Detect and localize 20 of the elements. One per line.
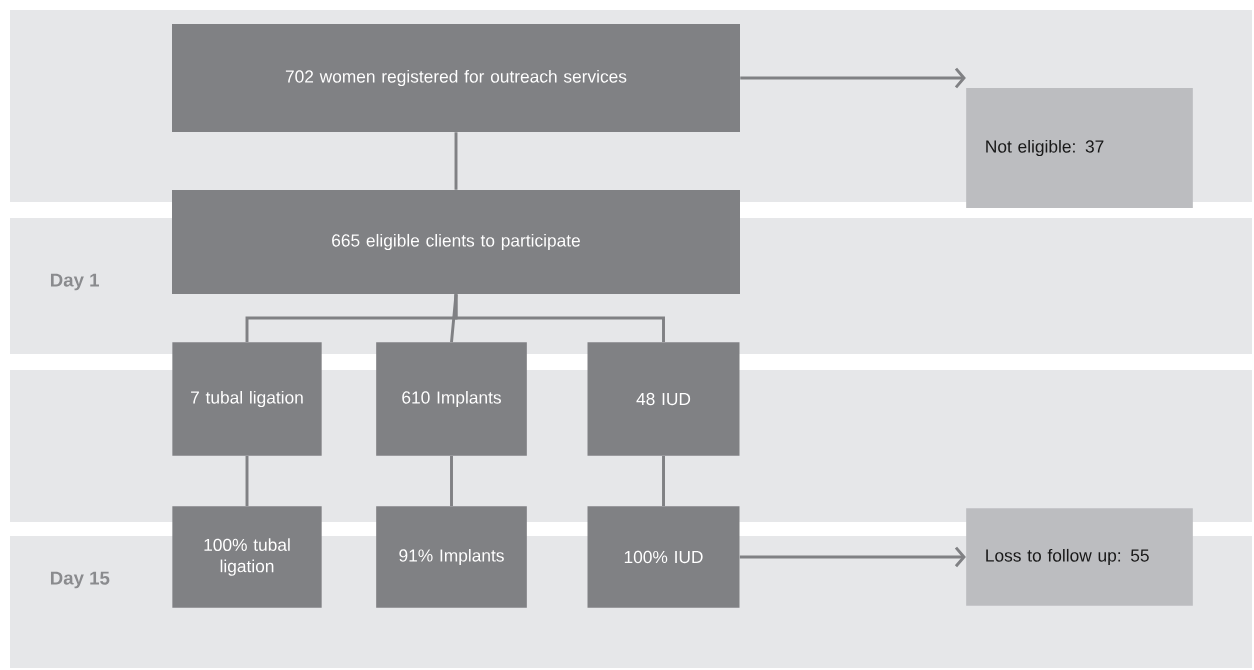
row-label: Day 15	[50, 571, 110, 589]
process-box: 7 tubal ligation	[172, 342, 322, 456]
connector	[662, 455, 665, 507]
connector	[450, 455, 453, 507]
connector	[739, 546, 966, 568]
outcome-box: Loss to follow up: 55	[966, 508, 1193, 606]
process-box: 702 women registered for outreach services	[172, 24, 740, 132]
process-box: 48 IUD	[587, 342, 740, 456]
connector	[454, 294, 665, 343]
process-box: 100% tubal ligation	[172, 506, 322, 608]
process-box: 100% IUD	[587, 506, 740, 608]
process-box: 665 eligible clients to participate	[172, 190, 740, 294]
row-label: Day 1	[50, 273, 99, 291]
process-box: 91% Implants	[376, 506, 527, 608]
connector	[454, 132, 458, 190]
connector	[450, 294, 458, 343]
connector	[245, 455, 249, 507]
process-box: 610 Implants	[376, 342, 527, 456]
connector	[740, 67, 966, 89]
outcome-box: Not eligible: 37	[966, 88, 1193, 208]
